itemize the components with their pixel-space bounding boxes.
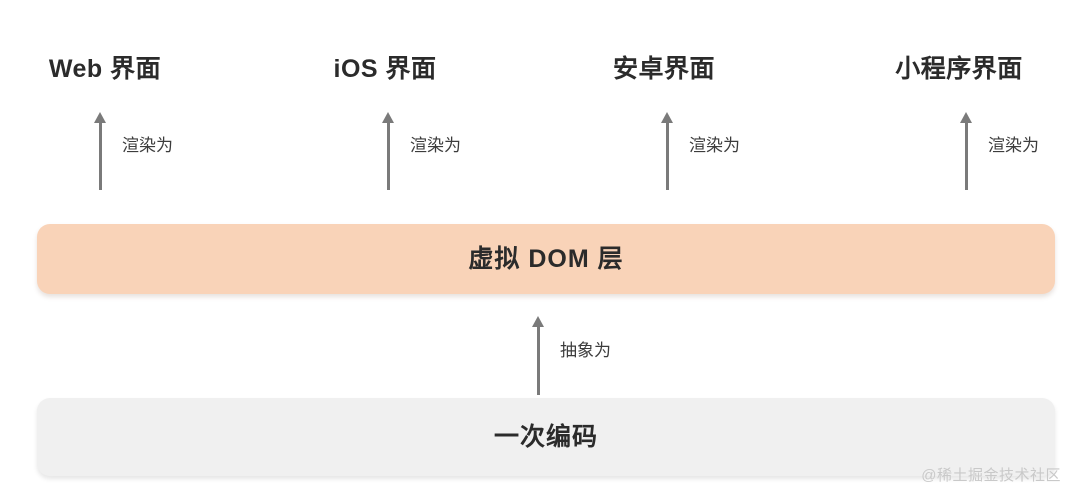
arrow-head-icon xyxy=(93,112,106,123)
platform-label-miniprogram: 小程序界面 xyxy=(895,55,1023,83)
watermark: @稀土掘金技术社区 xyxy=(921,467,1061,484)
render-arrow-miniprogram xyxy=(959,112,973,190)
arrow-shaft xyxy=(99,119,102,190)
render-caption-ios: 渲染为 xyxy=(410,136,461,155)
abstract-arrow-caption: 抽象为 xyxy=(560,341,611,360)
arrow-head-icon xyxy=(660,112,673,123)
platform-label-android: 安卓界面 xyxy=(612,55,716,83)
render-arrow-android xyxy=(660,112,674,190)
virtual-dom-layer-bar: 虚拟 DOM 层 xyxy=(37,224,1055,294)
arrow-shaft xyxy=(537,323,540,395)
encode-once-layer-bar: 一次编码 xyxy=(37,398,1055,476)
encode-once-layer-label: 一次编码 xyxy=(493,422,598,451)
platform-label-web: Web 界面 xyxy=(48,55,162,83)
render-arrow-ios xyxy=(381,112,395,190)
arrow-head-icon xyxy=(381,112,394,123)
render-caption-miniprogram: 渲染为 xyxy=(988,136,1039,155)
arrow-shaft xyxy=(965,119,968,190)
render-arrow-web xyxy=(93,112,107,190)
abstract-arrow xyxy=(531,316,545,395)
platform-label-ios: iOS 界面 xyxy=(333,55,437,83)
arrow-head-icon xyxy=(959,112,972,123)
arrow-shaft xyxy=(387,119,390,190)
arrow-shaft xyxy=(666,119,669,190)
render-caption-web: 渲染为 xyxy=(122,136,173,155)
render-caption-android: 渲染为 xyxy=(689,136,740,155)
virtual-dom-layer-label: 虚拟 DOM 层 xyxy=(468,244,624,273)
arrow-head-icon xyxy=(531,316,544,327)
